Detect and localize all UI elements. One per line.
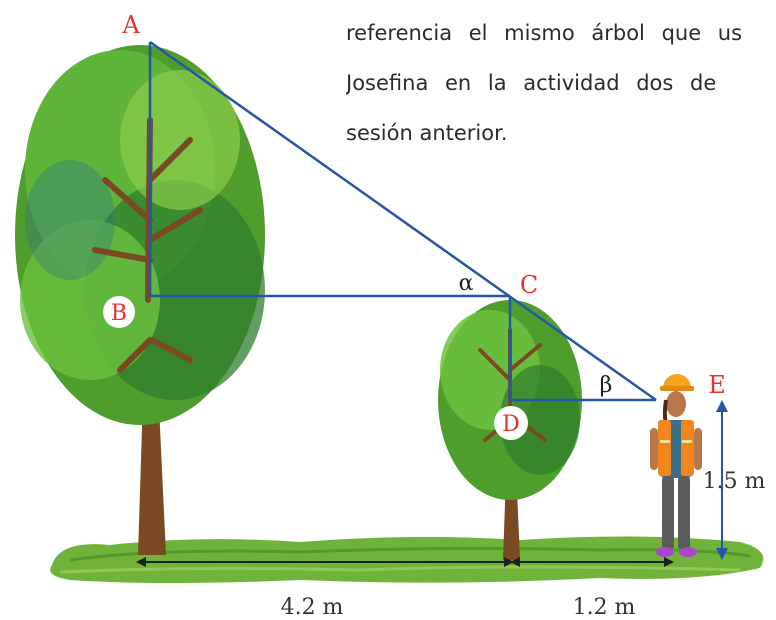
point-label-c: C [520, 271, 538, 299]
point-b-badge [103, 296, 135, 328]
angle-label-alpha: α [459, 271, 474, 296]
point-label-a: A [121, 11, 140, 39]
intro-line-2: Josefina en la actividad dos de [346, 71, 717, 95]
distance-label-person: 1.2 m [573, 595, 636, 620]
short-tree [438, 300, 582, 560]
point-label-b: B [111, 301, 127, 326]
point-label-d: D [502, 412, 520, 437]
tall-tree [15, 45, 265, 555]
point-label-e: E [708, 371, 726, 399]
grass-strip [50, 536, 764, 583]
construction-lines [148, 40, 657, 402]
distance-lines [136, 557, 674, 567]
intro-line-1: referencia el mismo árbol que us [346, 21, 743, 45]
point-d-badge [494, 406, 528, 440]
distance-label-trees: 4.2 m [281, 595, 344, 620]
angle-label-beta: β [600, 373, 613, 398]
intro-line-3: sesión anterior. [346, 121, 508, 145]
intro-paragraph: referencia el mismo árbol que us Josefin… [346, 8, 776, 158]
height-arrow [716, 400, 728, 560]
person-figure [650, 374, 702, 557]
height-label-eye: 1.5 m [703, 469, 766, 494]
hypotenuse-ae [149, 40, 657, 402]
